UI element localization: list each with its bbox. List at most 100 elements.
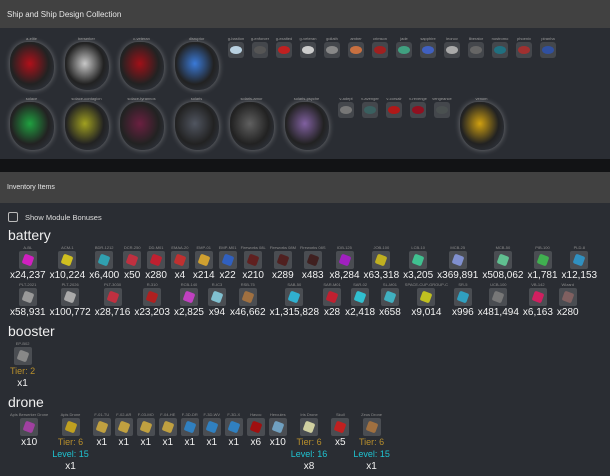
ship-card[interactable]: v-corsair — [382, 95, 406, 118]
item-count: x508,062 — [482, 270, 524, 281]
ship-card[interactable]: goliath — [320, 35, 344, 58]
ship-card[interactable]: v-revenge — [406, 95, 430, 118]
item-name: F-04-HE — [160, 412, 176, 417]
ship-card[interactable]: berserker — [59, 35, 114, 90]
ship-card[interactable]: solace-tyrannos — [114, 95, 169, 150]
item-icon — [238, 288, 257, 306]
ship-card[interactable]: crimson — [368, 35, 392, 58]
ship-card[interactable]: sapphire — [416, 35, 440, 58]
item-count: x23,203 — [134, 307, 170, 318]
ship-card[interactable]: solace — [4, 95, 59, 150]
ship-name: piranha — [541, 36, 555, 41]
ship-card[interactable]: c-veteran — [114, 35, 169, 90]
item-name: PLT-2026 — [61, 282, 79, 287]
ship-name: solace-contagion — [71, 96, 102, 101]
item-level: Level: 15 — [52, 449, 89, 459]
ship-card[interactable]: v-avenger — [358, 95, 382, 118]
ship-card[interactable]: venom — [454, 95, 509, 150]
item-tier: Tier: 6 — [358, 437, 385, 447]
item-count: x50 — [124, 270, 141, 281]
ship-card[interactable]: solaris — [169, 95, 224, 150]
ship-card[interactable]: g-veteran — [296, 35, 320, 58]
ship-image — [434, 102, 450, 118]
ship-card[interactable]: vengeance — [430, 95, 454, 118]
ship-image — [420, 42, 436, 58]
ship-card[interactable]: g-exalted — [272, 35, 296, 58]
ship-card[interactable]: disruptor — [169, 35, 224, 90]
ship-card[interactable]: leonov — [440, 35, 464, 58]
item-name: SAR-M01 — [323, 282, 341, 287]
item-count: x46,662 — [229, 307, 266, 318]
show-module-bonuses-toggle[interactable]: Show Module Bonuses — [8, 211, 602, 223]
ship-card[interactable]: a-elite — [4, 35, 59, 90]
ship-card[interactable]: g-bastion — [224, 35, 248, 58]
ship-card[interactable]: phoenix — [512, 35, 536, 58]
ship-card[interactable]: solace-contagion — [59, 95, 114, 150]
ship-card[interactable]: v-adept — [334, 95, 358, 118]
item-name: Fireworks 08L — [240, 245, 266, 250]
ship-card[interactable]: nostromo — [488, 35, 512, 58]
ship-name: v-adept — [339, 96, 353, 101]
ship-card[interactable]: jade — [392, 35, 416, 58]
ship-image — [9, 102, 54, 150]
ship-card[interactable]: solaris-amor — [224, 95, 279, 150]
checkbox[interactable] — [8, 212, 18, 222]
item-name: Zeus Drone — [361, 412, 383, 417]
ship-card[interactable]: amber — [344, 35, 368, 58]
ship-card[interactable]: solaris-psyche — [279, 95, 334, 150]
ship-card[interactable]: piranha — [536, 35, 560, 58]
ship-card[interactable]: liberator — [464, 35, 488, 58]
ship-card[interactable]: g-enforcer — [248, 35, 272, 58]
